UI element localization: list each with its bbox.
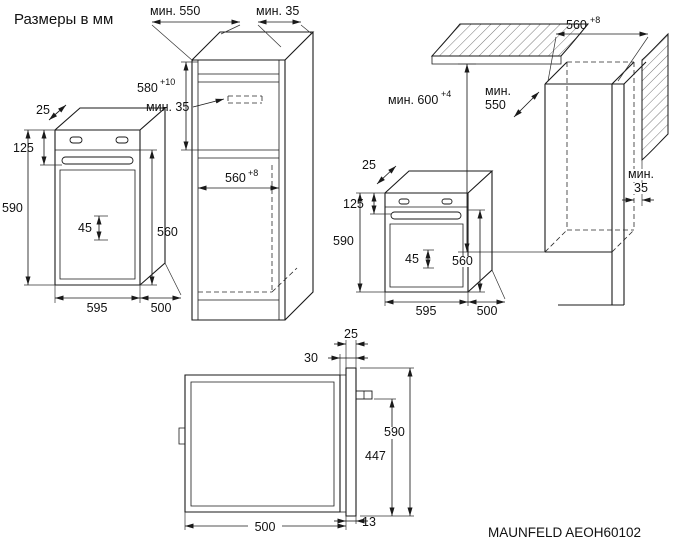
oven-front: [384, 192, 469, 293]
page-title: Размеры в мм: [14, 11, 113, 28]
dim-oven-panel: 125: [343, 197, 364, 211]
control-knob: [115, 136, 129, 144]
dim-door-height: 447: [365, 449, 386, 463]
oven-front-view-right: [356, 165, 506, 306]
dim-oven-panel: 125: [13, 141, 34, 155]
oven-top-face: [384, 170, 494, 194]
dim-oven-body-height: 560: [157, 225, 178, 239]
dim-niche-width-tol: +8: [248, 168, 258, 178]
mounting-bracket: [178, 427, 185, 445]
control-knob: [398, 198, 410, 205]
control-knob: [441, 198, 453, 205]
door-glass: [389, 223, 464, 288]
dim-oven-height: 590: [333, 234, 354, 248]
tall-cabinet-side-face: [284, 32, 314, 321]
dim-oven-width: 595: [416, 304, 437, 318]
dim-niche-height-tol: +10: [160, 77, 175, 87]
oven-door-side: [345, 367, 357, 517]
dim-oven-body-height: 560: [452, 254, 473, 268]
dim-door-thickness: 25: [344, 327, 358, 341]
oven-top-face: [54, 107, 167, 131]
dim-niche-height: 580: [137, 81, 158, 95]
dim-niche-width: 560: [566, 18, 587, 32]
dim-depth-min-line2: 550: [485, 98, 506, 112]
dim-oven-overhang: 25: [36, 103, 50, 117]
control-knob: [69, 136, 83, 144]
base-cabinet-diagram: 560 +8 мин. 600 +4 мин. 550 мин. 35 25 1…: [333, 15, 669, 318]
dim-vent-gap-min: мин. 35: [146, 100, 189, 114]
dim-rear-gap-line1: мин.: [628, 167, 654, 181]
dim-oven-overhang: 25: [362, 158, 376, 172]
tall-cabinet-front: [191, 59, 286, 321]
dim-oven-width: 595: [87, 301, 108, 315]
vent-slot: [227, 95, 263, 104]
dim-oven-height: 590: [2, 201, 23, 215]
model-label: MAUNFELD AEOH60102: [488, 525, 641, 540]
dim-niche-height-tol: +4: [441, 89, 451, 99]
dim-door-offset: 30: [304, 351, 318, 365]
oven-front-view-left: [24, 104, 182, 303]
oven-side-face: [139, 108, 166, 286]
door-handle: [61, 156, 134, 165]
dim-oven-detail: 45: [78, 221, 92, 235]
door-glass: [59, 169, 136, 280]
dim-oven-detail: 45: [405, 252, 419, 266]
dim-rear-gap-min: мин. 35: [256, 4, 299, 18]
wall: [641, 32, 669, 162]
dim-niche-width: 560: [225, 171, 246, 185]
dim-side-height: 590: [384, 425, 405, 439]
dim-depth-min: мин. 550: [150, 4, 200, 18]
dim-oven-depth: 500: [151, 301, 172, 315]
tall-cabinet-top-face: [191, 31, 315, 61]
tall-cabinet-diagram: мин. 550 мин. 35 580 +10 мин. 35 560 +8 …: [2, 4, 315, 321]
dim-bottom-gap: 13: [362, 515, 376, 529]
oven-body-side: [184, 374, 341, 513]
dim-oven-depth: 500: [477, 304, 498, 318]
dim-niche-width-tol: +8: [590, 15, 600, 25]
oven-front: [54, 129, 141, 286]
worktop: [430, 23, 590, 57]
dim-depth-min-line1: мин.: [485, 84, 511, 98]
dim-niche-height-min: мин. 600: [388, 93, 438, 107]
door-handle: [390, 211, 462, 220]
dim-side-depth: 500: [255, 520, 276, 534]
side-view-diagram: 25 30 590 447 500 13: [178, 327, 414, 534]
dim-rear-gap-line2: 35: [634, 181, 648, 195]
